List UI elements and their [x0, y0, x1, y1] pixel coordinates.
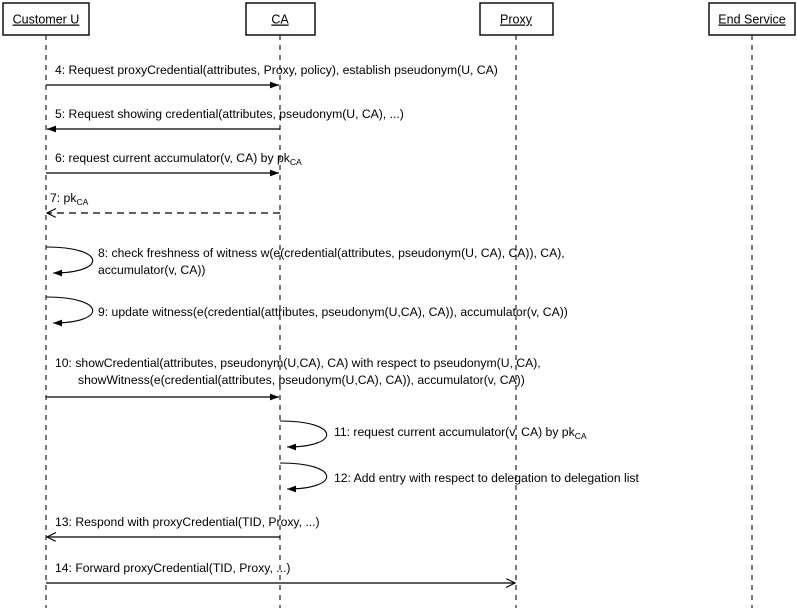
message-5[interactable]: 5: Request showing credential(attributes…	[47, 107, 404, 133]
message-12[interactable]: 12: Add entry with respect to delegation…	[279, 462, 639, 493]
message-label-5: 5: Request showing credential(attributes…	[55, 107, 404, 121]
messages-layer: 4: Request proxyCredential(attributes, P…	[46, 63, 639, 583]
lifeline-head-proxy[interactable]: Proxy	[479, 2, 554, 36]
lifeline-label: Customer U	[13, 13, 80, 27]
message-9[interactable]: 9: update witness(e(credential(attribute…	[45, 296, 568, 327]
message-label-4: 4: Request proxyCredential(attributes, P…	[55, 63, 498, 77]
self-message-arrow-11	[279, 420, 328, 451]
lifeline-head-ca[interactable]: CA	[245, 2, 316, 36]
message-label-11: 11: request current accumulator(v, CA) b…	[334, 425, 587, 441]
subscript: CA	[76, 197, 88, 207]
lifeline-label: CA	[271, 13, 289, 27]
message-label-9: 9: update witness(e(credential(attribute…	[98, 305, 568, 319]
lifeline-head-endservice[interactable]: End Service	[708, 2, 796, 36]
self-message-arrow-9	[45, 296, 94, 327]
message-label-8: 8: check freshness of witness w(e(creden…	[98, 246, 565, 260]
self-message-arrow-8	[45, 246, 94, 277]
message-10[interactable]: 10: showCredential(attributes, pseudonym…	[46, 356, 541, 401]
message-label-13: 13: Respond with proxyCredential(TID, Pr…	[55, 515, 320, 529]
message-label-8: accumulator(v, CA))	[98, 263, 205, 277]
message-label-12: 12: Add entry with respect to delegation…	[334, 471, 639, 485]
subscript: CA	[575, 431, 587, 441]
message-11[interactable]: 11: request current accumulator(v, CA) b…	[279, 420, 587, 451]
message-label-7: 7: pkCA	[50, 191, 89, 207]
message-label-14: 14: Forward proxyCredential(TID, Proxy, …	[55, 561, 290, 575]
message-8[interactable]: 8: check freshness of witness w(e(creden…	[45, 246, 565, 277]
message-13[interactable]: 13: Respond with proxyCredential(TID, Pr…	[47, 515, 320, 537]
message-7[interactable]: 7: pkCA	[47, 191, 280, 213]
message-6[interactable]: 6: request current accumulator(v, CA) by…	[46, 151, 302, 177]
lifeline-head-customer[interactable]: Customer U	[2, 2, 90, 36]
message-label-10: 10: showCredential(attributes, pseudonym…	[55, 356, 541, 370]
self-message-arrow-12	[279, 462, 328, 493]
message-label-10: showWitness(e(credential(attributes, pse…	[78, 373, 525, 387]
lifeline-label: Proxy	[500, 13, 533, 27]
message-14[interactable]: 14: Forward proxyCredential(TID, Proxy, …	[46, 561, 515, 583]
message-label-6: 6: request current accumulator(v, CA) by…	[55, 151, 302, 167]
message-4[interactable]: 4: Request proxyCredential(attributes, P…	[46, 63, 498, 89]
subscript: CA	[290, 157, 302, 167]
lifeline-label: End Service	[718, 13, 785, 27]
